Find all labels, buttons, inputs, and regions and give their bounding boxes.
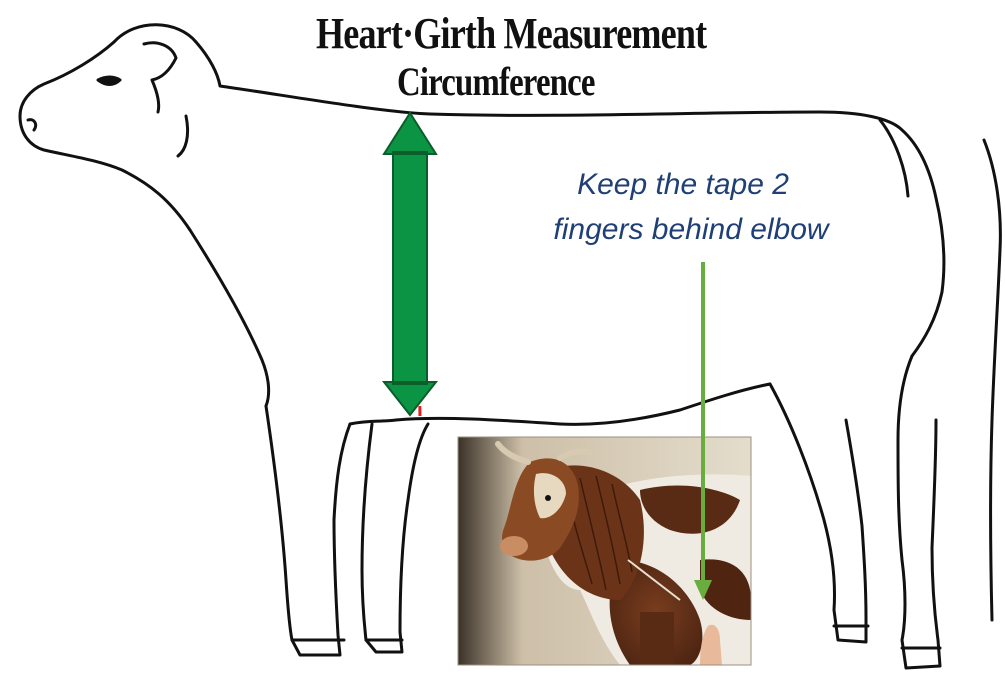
- diagram-title: Heart·Girth Measurement: [316, 8, 706, 59]
- cow-anatomy-photo: [458, 437, 751, 665]
- girth-double-arrow: [384, 113, 436, 415]
- diagram-subtitle: Circumference: [397, 58, 595, 105]
- callout-text-line1: Keep the tape 2: [573, 168, 793, 202]
- callout-text-line2: fingers behind elbow: [511, 213, 871, 247]
